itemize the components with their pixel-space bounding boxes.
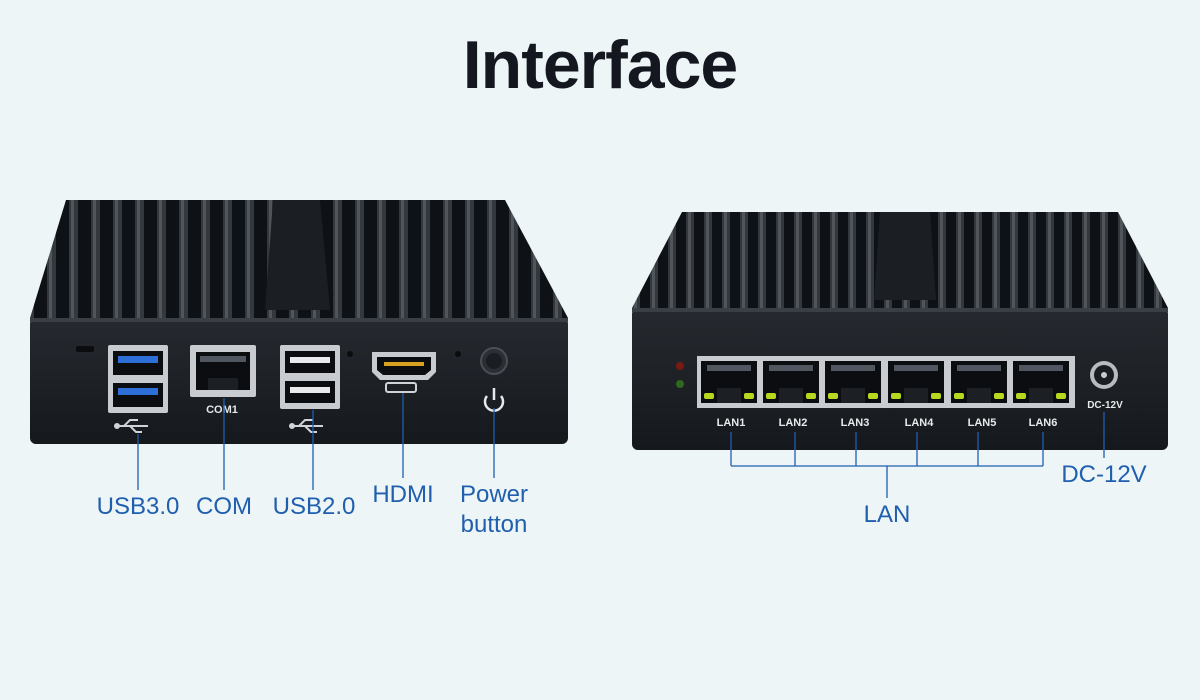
lan-port (951, 361, 1007, 403)
lan-port (1013, 361, 1069, 403)
right-device: LAN1 LAN2 LAN3 LAN4 LAN5 LAN6 DC-12V (632, 212, 1168, 498)
lan-port (825, 361, 881, 403)
usb3-port (108, 345, 168, 413)
status-led-red (676, 362, 684, 370)
lan-callout: LAN (863, 501, 911, 528)
com-port (190, 345, 256, 397)
left-device: COM1 (30, 200, 568, 490)
usb3-callout: USB3.0 (96, 493, 180, 520)
dc-jack (1090, 361, 1118, 389)
dc-port-label: DC-12V (1087, 400, 1123, 411)
usb2-port (280, 345, 340, 409)
lan4-port-label: LAN4 (905, 417, 935, 429)
usb2-icon (289, 419, 323, 433)
dc-callout: DC-12V (1061, 461, 1147, 488)
power-callout-line2: button (460, 511, 528, 538)
lan-port (701, 361, 757, 403)
hdmi-icon (385, 382, 417, 393)
status-led-green (676, 380, 684, 388)
hdmi-callout: HDMI (372, 481, 434, 508)
lan-port-block (697, 356, 1075, 408)
lan-ports (701, 361, 1069, 403)
lan2-port-label: LAN2 (779, 417, 808, 429)
power-button-callout: Power button (444, 480, 544, 540)
right-heatsink-center-block (874, 212, 936, 300)
lan3-port-label: LAN3 (841, 417, 870, 429)
page-title: Interface (462, 27, 738, 103)
usb2-callout: USB2.0 (272, 493, 356, 520)
lan6-port-label: LAN6 (1029, 417, 1058, 429)
com1-port-label: COM1 (206, 404, 238, 416)
power-callout-line1: Power (459, 481, 529, 508)
lan-port (763, 361, 819, 403)
com-callout: COM (196, 493, 252, 520)
lan-port (888, 361, 944, 403)
left-heatsink-center-block (265, 200, 330, 310)
power-button (480, 347, 508, 375)
lan5-port-label: LAN5 (968, 417, 997, 429)
hdmi-port (372, 352, 436, 380)
reset-slot (76, 346, 94, 352)
usb3-icon (114, 419, 148, 433)
lan1-port-label: LAN1 (717, 417, 746, 429)
right-leader-lines (730, 412, 1105, 498)
left-leader-lines (137, 393, 495, 490)
